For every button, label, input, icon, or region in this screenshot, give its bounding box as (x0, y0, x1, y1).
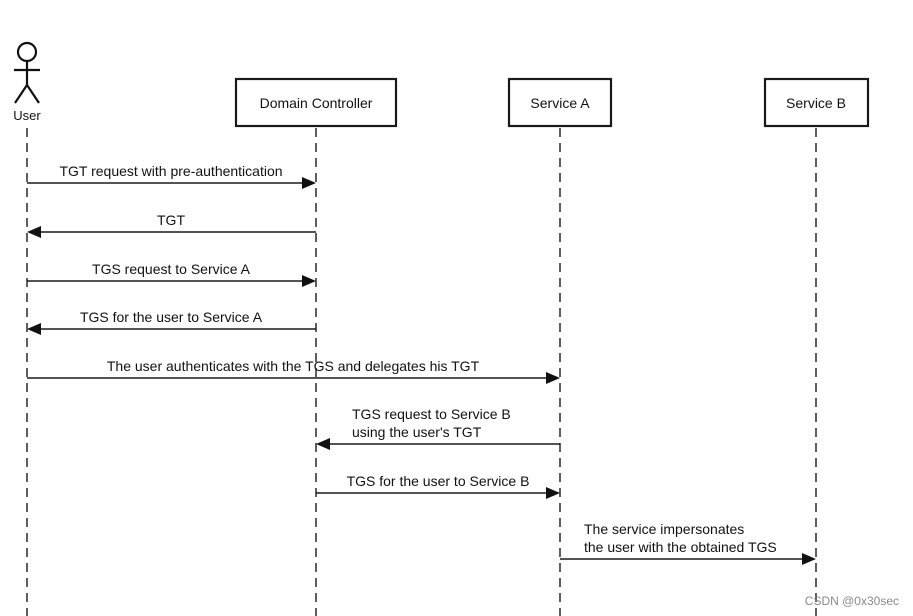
arrowhead-right (802, 553, 816, 565)
message-authenticate-delegate: The user authenticates with the TGS and … (27, 358, 560, 384)
arrowhead-left (27, 323, 41, 335)
participant-label: Domain Controller (260, 95, 373, 111)
arrowhead-right (302, 177, 316, 189)
actor-left-leg (14, 84, 28, 104)
message-label: TGT (157, 212, 185, 228)
message-tgs-response-b: TGS for the user to Service B (316, 473, 560, 499)
participant-service-a: Service A (507, 77, 613, 128)
message-label: TGT request with pre-authentication (59, 163, 282, 179)
watermark-text: CSDN @0x30sec (804, 594, 899, 608)
participant-domain-controller: Domain Controller (234, 77, 398, 128)
arrowhead-right (546, 487, 560, 499)
participant-box (234, 77, 398, 128)
actor-head (16, 41, 38, 63)
message-label-line-1: TGS request to Service B (352, 406, 511, 422)
message-label: TGS request to Service A (92, 261, 251, 277)
message-impersonation: The service impersonates the user with t… (560, 521, 816, 565)
message-label-line-2: using the user's TGT (352, 424, 482, 440)
message-label: The user authenticates with the TGS and … (107, 358, 480, 374)
participant-label: Service A (530, 95, 590, 111)
arrowhead-left (27, 226, 41, 238)
participant-service-b: Service B (763, 77, 870, 128)
message-label-line-1: The service impersonates (584, 521, 744, 537)
message-tgt-request: TGT request with pre-authentication (27, 163, 316, 189)
message-tgt-response: TGT (27, 212, 316, 238)
message-label: TGS for the user to Service B (347, 473, 530, 489)
arrowhead-right (302, 275, 316, 287)
message-tgs-response-a: TGS for the user to Service A (27, 309, 316, 335)
actor-right-leg (26, 84, 40, 104)
actor-user-label: User (13, 108, 41, 123)
participant-box (763, 77, 870, 128)
arrowhead-right (546, 372, 560, 384)
message-tgs-request-a: TGS request to Service A (27, 261, 316, 287)
actor-user: User (13, 41, 41, 123)
message-tgs-request-b: TGS request to Service B using the user'… (316, 406, 560, 450)
participant-box (507, 77, 613, 128)
arrowhead-left (316, 438, 330, 450)
message-label: TGS for the user to Service A (80, 309, 263, 325)
participant-label: Service B (786, 95, 846, 111)
message-label-line-2: the user with the obtained TGS (584, 539, 777, 555)
